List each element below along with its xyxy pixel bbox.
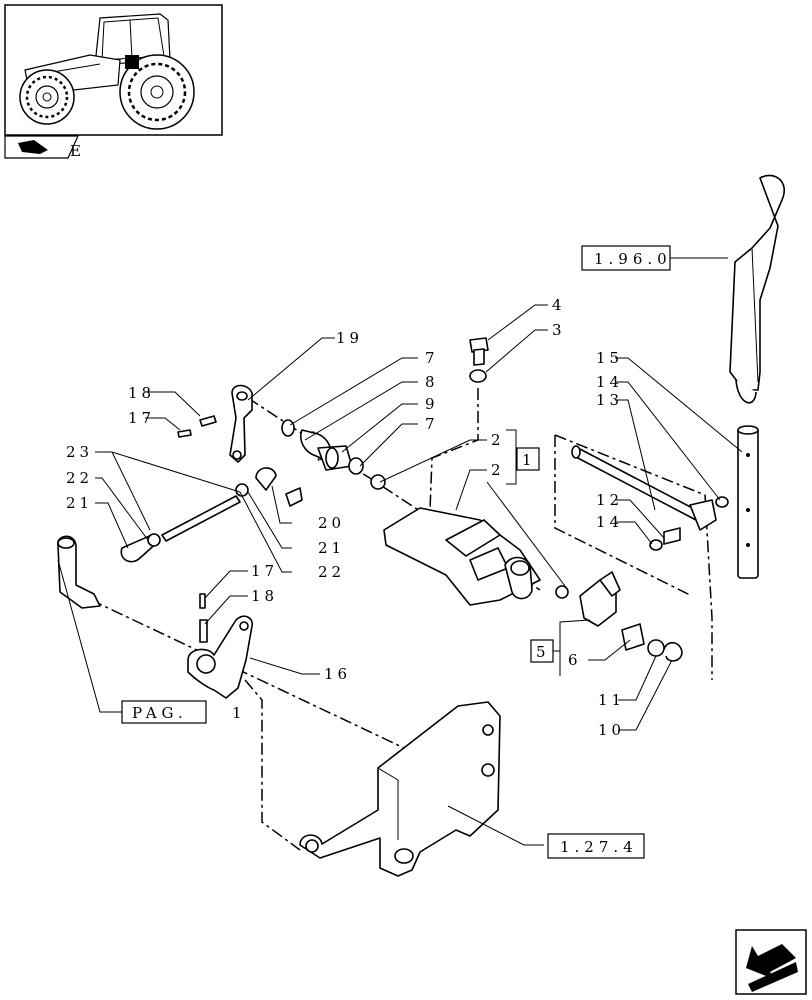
- callout-14: 14: [596, 373, 623, 391]
- bolt-and-nut: [469, 337, 489, 383]
- ref-box-1[interactable]: 1: [516, 447, 540, 471]
- ref-pag-num: 1: [232, 704, 246, 722]
- callout-18b: 18: [251, 587, 278, 605]
- callout-20: 20: [318, 514, 345, 532]
- callout-12: 12: [596, 491, 623, 509]
- callout-9: 9: [425, 395, 439, 413]
- ref-1-27-4-label: 1.27.4: [560, 838, 638, 856]
- callout-18: 18: [128, 384, 155, 402]
- linkage-rod: [120, 467, 303, 563]
- callout-8: 8: [425, 373, 439, 391]
- callout-13: 13: [596, 391, 623, 409]
- callout-labels: 19 18 17 23 22 21 20 21 22 17 18 16 4 3 …: [66, 296, 625, 739]
- callout-17b: 17: [251, 562, 278, 580]
- selector-shaft: [571, 445, 729, 551]
- callout-22: 22: [66, 469, 93, 487]
- selector-arm: [57, 535, 101, 609]
- selector-fork: [555, 571, 683, 662]
- lever-19: [229, 384, 253, 463]
- callout-16: 16: [324, 665, 351, 683]
- callout-15: 15: [596, 349, 623, 367]
- pins-lower: [199, 593, 208, 643]
- next-page-arrow-icon[interactable]: [735, 929, 807, 995]
- spring-set: [281, 419, 386, 490]
- callout-6: 6: [568, 651, 582, 669]
- ref-box-1-96-0[interactable]: 1.96.0: [581, 245, 672, 271]
- callout-19: 19: [336, 329, 363, 347]
- callout-21: 21: [66, 494, 93, 512]
- ref-5-label: 5: [536, 643, 550, 661]
- callout-7: 7: [425, 349, 439, 367]
- leader-lines: [57, 257, 743, 846]
- callout-22b: 22: [318, 563, 345, 581]
- ref-1-label: 1: [522, 451, 536, 469]
- callout-3: 3: [552, 321, 566, 339]
- support-bracket: [383, 507, 541, 606]
- callout-21b: 21: [318, 539, 345, 557]
- mounting-bracket: [299, 701, 501, 877]
- ref-pag-label: PAG.: [132, 704, 188, 722]
- callout-7b: 7: [425, 415, 439, 433]
- callout-2: 2: [491, 431, 505, 449]
- ref-box-1-27-4[interactable]: 1.27.4: [547, 833, 645, 859]
- callout-23: 23: [66, 443, 93, 461]
- ref-box-5[interactable]: 5: [530, 639, 554, 663]
- callout-11: 11: [598, 691, 625, 709]
- ref-1-96-0-label: 1.96.0: [594, 250, 672, 268]
- tab-suffix: E: [70, 142, 85, 160]
- assembly-center-lines: [69, 388, 713, 851]
- callout-10: 10: [598, 721, 625, 739]
- tractor-thumbnail[interactable]: [4, 4, 223, 136]
- lever-16: [187, 615, 254, 699]
- callout-2b: 2: [491, 461, 505, 479]
- gear-lever: [729, 174, 785, 579]
- callout-4: 4: [552, 296, 566, 314]
- ref-box-pag[interactable]: PAG. 1: [121, 700, 246, 724]
- pins-upper: [177, 415, 217, 438]
- callout-17: 17: [128, 409, 155, 427]
- section-tab[interactable]: E: [4, 135, 85, 160]
- callout-14b: 14: [596, 513, 623, 531]
